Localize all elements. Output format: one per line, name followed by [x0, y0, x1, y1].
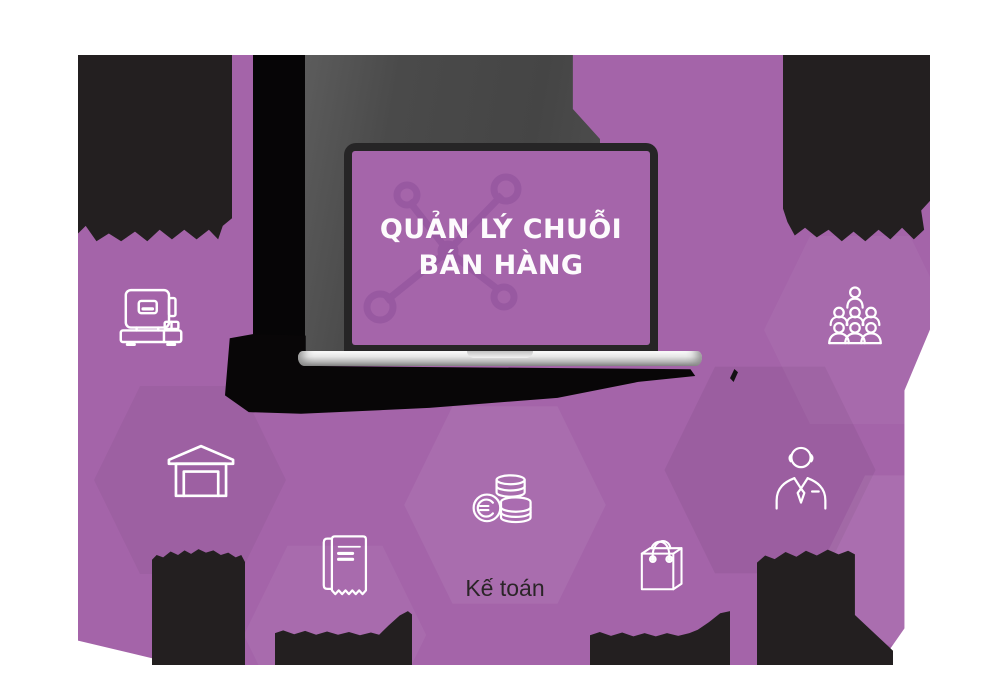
- accounting-caption: Kế toán: [465, 575, 545, 601]
- screen-title-line1: QUẢN LÝ CHUỖI: [379, 214, 623, 245]
- businessman-icon: [770, 442, 832, 510]
- laptop-screen: QUẢN LÝ CHUỖI BÁN HÀNG: [352, 151, 650, 345]
- obscured-label-blob-top-right: [783, 55, 930, 242]
- laptop-notch: [467, 351, 533, 358]
- screen-title: QUẢN LÝ CHUỖI BÁN HÀNG: [352, 151, 650, 345]
- pos-terminal-icon: [115, 287, 187, 348]
- network-nodes-graphic: [363, 173, 522, 324]
- hex-facet: [664, 366, 876, 574]
- laptop-base: [298, 351, 702, 366]
- laptop: QUẢN LÝ CHUỖI BÁN HÀNG: [344, 143, 658, 353]
- dark-column-left-of-laptop: [253, 55, 305, 355]
- screen-title-line2: BÁN HÀNG: [418, 250, 584, 281]
- audience-group-icon: [822, 284, 888, 348]
- shopping-bag-icon: [635, 529, 687, 592]
- small-dark-mark: [730, 369, 738, 382]
- warehouse-icon: [165, 441, 237, 499]
- euro-coins-icon: [467, 470, 535, 528]
- hex-facet: [94, 386, 286, 574]
- invoice-receipt-icon: [314, 529, 372, 600]
- obscured-label-blob-bottom-left: [152, 549, 245, 665]
- obscured-label-blob-top-left: [78, 55, 232, 242]
